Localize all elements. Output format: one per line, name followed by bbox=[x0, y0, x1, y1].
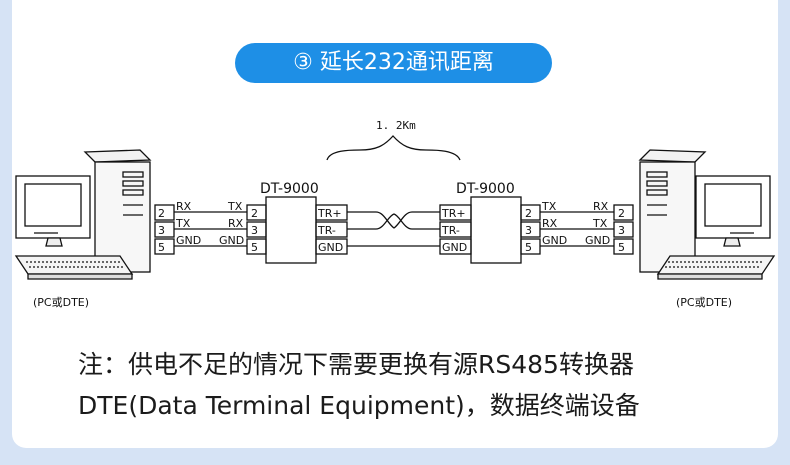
left-pc-pin-2: 2 bbox=[158, 207, 165, 220]
left-converter-signal-rx: RX bbox=[228, 217, 244, 230]
left-pc-icon bbox=[14, 149, 152, 280]
right-pc-signal-tx: TX bbox=[592, 217, 608, 230]
right-converter-signal-rx: RX bbox=[542, 217, 558, 230]
note-line-1: 注：供电不足的情况下需要更换有源RS485转换器 bbox=[78, 350, 634, 379]
right-terminal-gnd: GND bbox=[442, 241, 467, 254]
right-device-label: DT-9000 bbox=[456, 181, 515, 197]
right-pc-pin-5: 5 bbox=[618, 241, 625, 254]
left-pc-signal-rx: RX bbox=[176, 200, 192, 213]
left-converter-signal-tx: TX bbox=[227, 200, 243, 213]
note-line-2: DTE(Data Terminal Equipment)，数据终端设备 bbox=[78, 391, 640, 420]
section-title: ③ 延长232通讯距离 bbox=[293, 50, 494, 75]
left-pc-signal-tx: TX bbox=[175, 217, 191, 230]
right-terminal-tr-minus: TR- bbox=[441, 224, 460, 237]
left-pc-signal-gnd: GND bbox=[176, 234, 201, 247]
right-terminal-tr-plus: TR+ bbox=[441, 207, 466, 220]
right-pc-signal-rx: RX bbox=[593, 200, 609, 213]
left-pc-pin-3: 3 bbox=[158, 224, 165, 237]
left-converter-pin-2: 2 bbox=[251, 207, 258, 220]
left-converter-pin-3: 3 bbox=[251, 224, 258, 237]
section-title-pill: ③ 延长232通讯距离 bbox=[235, 43, 552, 83]
distance-label: 1. 2Km bbox=[376, 119, 416, 132]
right-converter-signal-gnd: GND bbox=[542, 234, 567, 247]
left-device-label: DT-9000 bbox=[260, 181, 319, 197]
right-pc-label: (PC或DTE) bbox=[676, 296, 732, 309]
right-converter-pin-3: 3 bbox=[525, 224, 532, 237]
left-pc-label: (PC或DTE) bbox=[33, 296, 89, 309]
right-converter-pin-2: 2 bbox=[525, 207, 532, 220]
left-terminal-gnd: GND bbox=[318, 241, 343, 254]
right-pc-pin-3: 3 bbox=[618, 224, 625, 237]
left-converter-signal-gnd: GND bbox=[219, 234, 244, 247]
right-pc-signal-gnd: GND bbox=[585, 234, 610, 247]
right-pc-pin-2: 2 bbox=[618, 207, 625, 220]
left-terminal-tr-minus: TR- bbox=[317, 224, 336, 237]
left-pc-pin-5: 5 bbox=[158, 241, 165, 254]
right-converter-pin-5: 5 bbox=[525, 241, 532, 254]
left-converter-pin-5: 5 bbox=[251, 241, 258, 254]
right-converter-signal-tx: TX bbox=[541, 200, 557, 213]
right-pc-icon bbox=[638, 149, 776, 280]
left-terminal-tr-plus: TR+ bbox=[317, 207, 342, 220]
